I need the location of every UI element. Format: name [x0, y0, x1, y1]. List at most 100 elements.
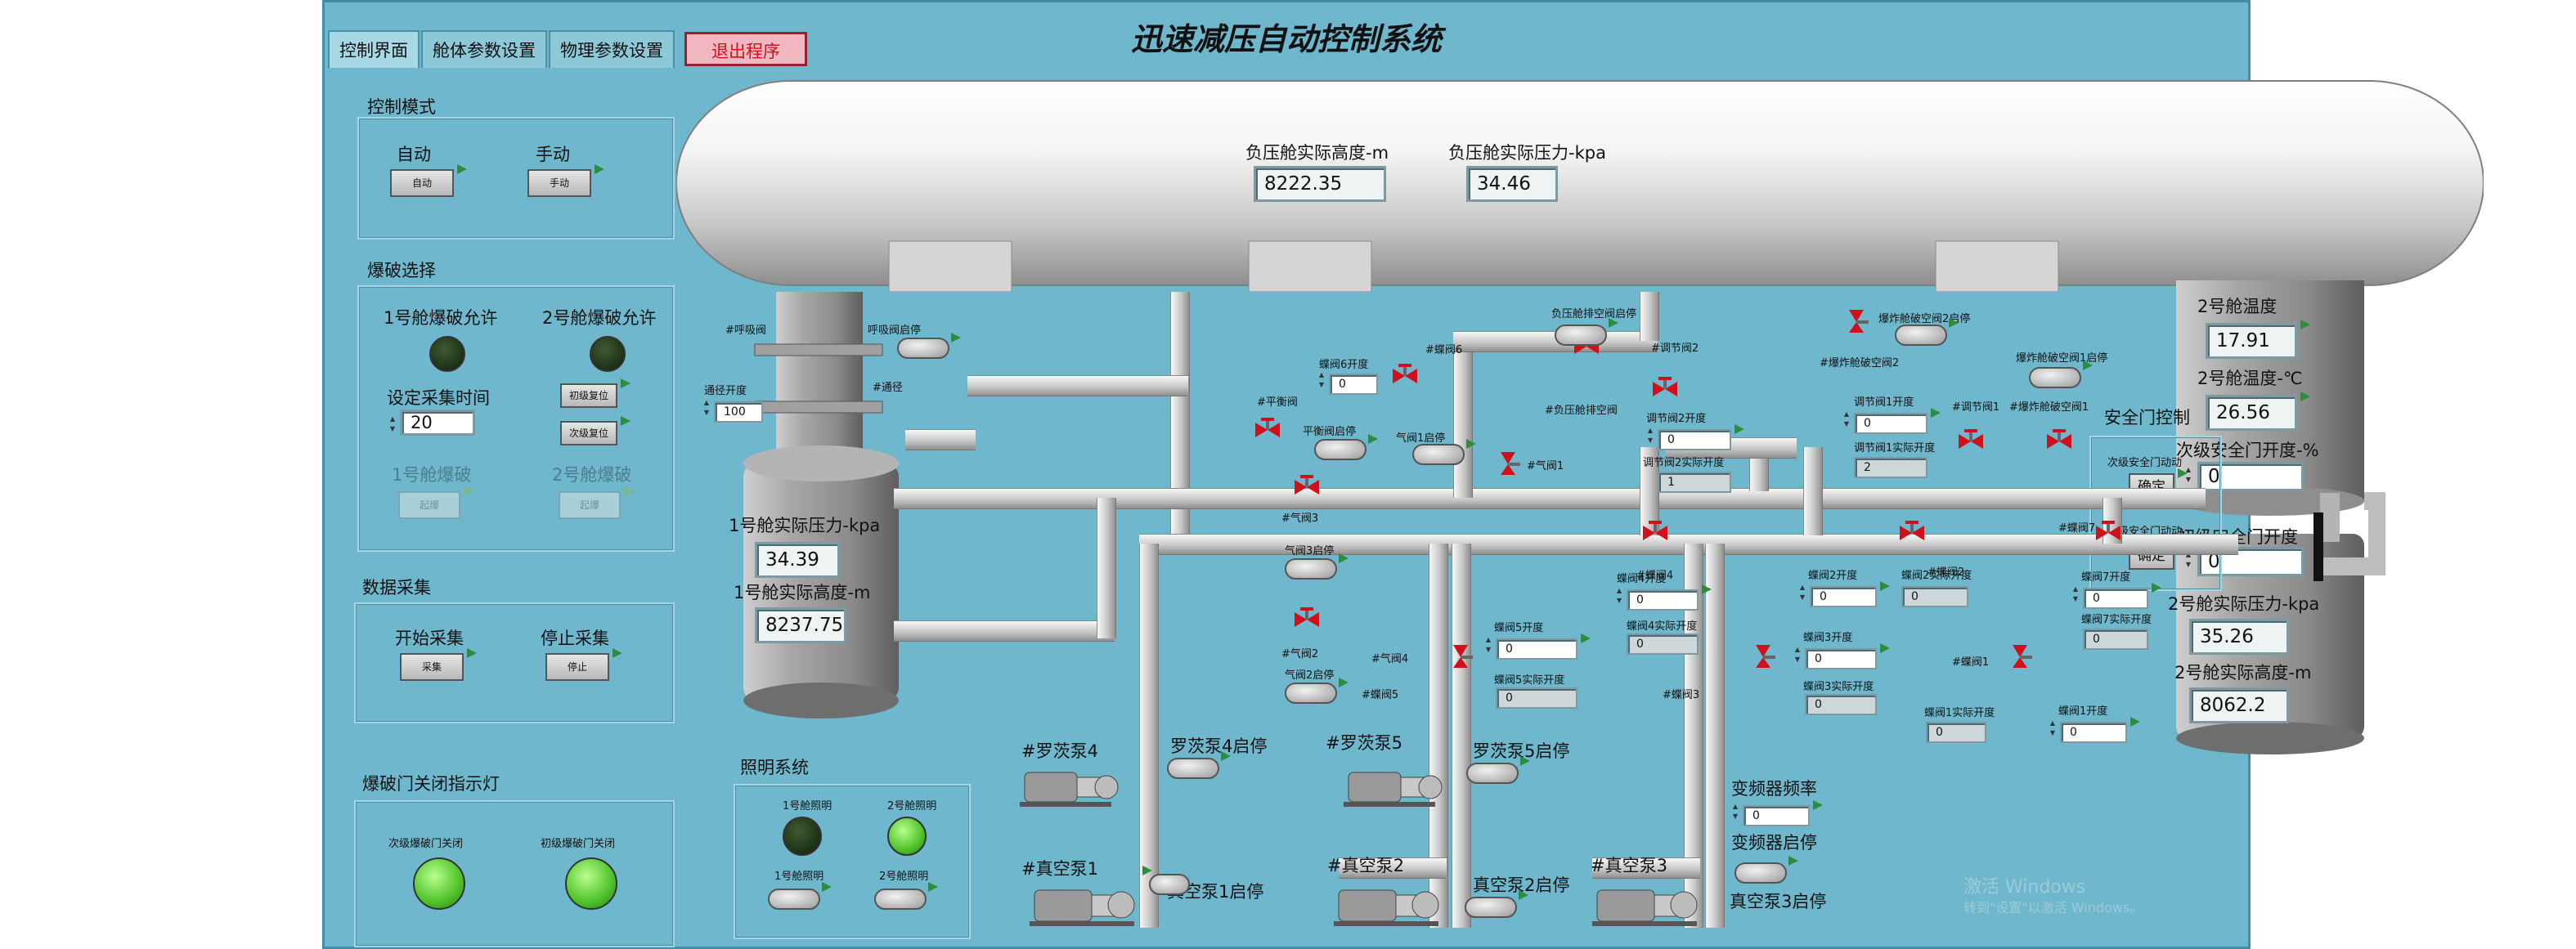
secondary-door-ctrl-label: 次级安全门动动: [2107, 457, 2183, 469]
spinner-icon[interactable]: ▲▼: [2072, 585, 2079, 602]
spinner-icon[interactable]: ▲▼: [1616, 587, 1622, 604]
adjust-valve-1-open-input[interactable]: 0: [1854, 413, 1928, 434]
sec-door-open-input[interactable]: 0: [2197, 462, 2304, 491]
safety-door-title: 安全门控制: [2104, 408, 2190, 427]
butterfly-valve-4-open-input[interactable]: 0: [1627, 589, 1699, 611]
gas-valve-1-toggle[interactable]: [1412, 444, 1465, 465]
spinner-icon[interactable]: ▲▼: [1799, 584, 1806, 601]
gas-valve-2[interactable]: [1293, 607, 1321, 632]
vacuum-pump-3-stop-label: 真空泵3启停: [1730, 892, 1827, 911]
butterfly-valve-7[interactable]: [2094, 521, 2122, 545]
flag-icon: [2083, 360, 2093, 370]
tab-control[interactable]: 控制界面: [328, 30, 420, 68]
spinner-icon[interactable]: ▲▼: [2049, 719, 2056, 736]
vacuum-pump-2-toggle[interactable]: [1465, 897, 1517, 918]
butterfly-valve-6-open-label: 蝶阀6开度: [1319, 359, 1369, 371]
balance-valve[interactable]: [1254, 418, 1281, 442]
spinner-icon[interactable]: ▲▼: [2185, 466, 2192, 483]
vacuum-pump-1-toggle[interactable]: [1149, 874, 1190, 895]
gas-valve-1[interactable]: [1496, 450, 1524, 475]
butterfly-valve-6-open-input[interactable]: 0: [1329, 374, 1378, 395]
flag-icon: [1788, 856, 1798, 866]
butterfly-valve-7-open-input[interactable]: 0: [2083, 588, 2148, 609]
tab-physical-params[interactable]: 物理参数设置: [549, 30, 675, 68]
primary-door-led: [565, 857, 617, 910]
start-collect-button[interactable]: 采集: [400, 653, 464, 681]
breather-toggle[interactable]: [897, 338, 949, 359]
butterfly-valve-2-open-input[interactable]: 0: [1810, 586, 1877, 607]
butterfly-valve-4-open-label: 蝶阀4开度: [1617, 573, 1667, 585]
exit-button[interactable]: 退出程序: [684, 32, 807, 66]
vacuum-pump-3-toggle[interactable]: [1735, 862, 1787, 884]
right-burst-valve[interactable]: [2045, 429, 2073, 454]
vacuum-pump-2[interactable]: [1332, 880, 1447, 929]
pipe: [1452, 544, 1471, 928]
butterfly-valve-5-open-input[interactable]: 0: [1496, 638, 1577, 660]
cabin1-burst-button[interactable]: 起爆: [398, 491, 460, 519]
manual-button[interactable]: 手动: [527, 169, 591, 197]
spinner-icon[interactable]: ▲▼: [1843, 410, 1850, 427]
right-burst-valve-toggle[interactable]: [2029, 367, 2081, 388]
butterfly-valve-4-real-label: 蝶阀4实际开度: [1627, 620, 1698, 633]
top-burst-valve[interactable]: [1844, 308, 1872, 333]
butterfly-valve-4[interactable]: [1641, 521, 1669, 545]
collect-time-input[interactable]: 20: [400, 410, 475, 436]
butterfly-valve-6[interactable]: [1391, 364, 1419, 388]
adjust-valve-2-open-input[interactable]: 0: [1658, 429, 1731, 450]
adjust-valve-1[interactable]: [1957, 429, 1985, 454]
balance-valve-toggle[interactable]: [1314, 439, 1367, 460]
tab-cabin-params[interactable]: 舱体参数设置: [421, 30, 547, 68]
flag-icon: [1466, 439, 1476, 449]
auto-button[interactable]: 自动: [390, 169, 454, 197]
gas-valve-3[interactable]: [1293, 475, 1321, 499]
spinner-icon[interactable]: ▲▼: [1485, 636, 1492, 653]
butterfly-valve-1-open-input[interactable]: 0: [2060, 722, 2127, 743]
flag-icon: [1609, 318, 1618, 328]
cabin2-pressure-label: 2号舱实际压力-kpa: [2168, 594, 2320, 614]
butterfly-valve-1[interactable]: [2008, 643, 2035, 668]
gas-valve-2-toggle[interactable]: [1285, 683, 1337, 704]
adjust-valve-1-real-display: 2: [1854, 457, 1928, 478]
stop-collect-button[interactable]: 停止: [545, 653, 609, 681]
adjust-valve-2[interactable]: [1651, 377, 1679, 401]
butterfly-valve-3-open-input[interactable]: 0: [1805, 648, 1877, 669]
roots-pump-4-toggle[interactable]: [1167, 758, 1219, 779]
butterfly-valve-4-real-display: 0: [1627, 633, 1699, 655]
gas-valve-3-toggle[interactable]: [1285, 558, 1337, 580]
primary-reset-button[interactable]: 初级复位: [560, 383, 617, 408]
butterfly-valve-3[interactable]: [1751, 643, 1779, 668]
neg-air-toggle[interactable]: [1555, 325, 1607, 346]
roots-pump-4[interactable]: [1016, 764, 1123, 810]
vacuum-pump-3[interactable]: [1591, 880, 1705, 929]
butterfly-valve-5[interactable]: [1448, 643, 1476, 668]
butterfly-valve-1-real-label: 蝶阀1实际开度: [1924, 707, 1995, 719]
flag-icon: [1813, 800, 1823, 810]
control-mode-group: 自动 自动 手动 手动: [357, 117, 675, 239]
butterfly-valve-3-real-label: 蝶阀3实际开度: [1803, 681, 1874, 693]
l1-light-toggle[interactable]: [768, 889, 820, 910]
top-burst-valve-toggle[interactable]: [1895, 325, 1947, 346]
spinner-icon[interactable]: ▲▼: [703, 399, 710, 416]
butterfly-valve-2[interactable]: [1898, 521, 1926, 545]
roots-pump-5[interactable]: [1340, 764, 1447, 810]
butterfly-valve-7-label: #蝶阀7: [2058, 522, 2096, 535]
adjust-valve-1-open-label: 调节阀1开度: [1854, 396, 1914, 409]
flag-icon: [457, 164, 467, 174]
spinner-icon[interactable]: ▲▼: [389, 415, 396, 432]
roots-pump-5-toggle[interactable]: [1466, 763, 1519, 784]
vent-open-input[interactable]: 100: [714, 401, 763, 423]
cabin2-burst-button[interactable]: 起爆: [559, 491, 621, 519]
vacuum-pump-1[interactable]: [1028, 880, 1142, 929]
secondary-reset-button[interactable]: 次级复位: [560, 421, 617, 445]
pipe: [1640, 292, 1659, 341]
spinner-icon[interactable]: ▲▼: [1732, 803, 1739, 820]
cabin1-vessel: [743, 292, 899, 718]
butterfly-valve-3-real-display: 0: [1805, 694, 1877, 715]
vfd-freq-input[interactable]: 0: [1743, 805, 1810, 826]
spinner-icon[interactable]: ▲▼: [1647, 427, 1654, 444]
top-burst-valve-label: #爆炸舱破空阀2: [1820, 357, 1900, 369]
spinner-icon[interactable]: ▲▼: [1794, 646, 1801, 663]
spinner-icon[interactable]: ▲▼: [1318, 371, 1325, 388]
data-collect-title: 数据采集: [362, 578, 431, 598]
l2-light-toggle[interactable]: [874, 889, 927, 910]
